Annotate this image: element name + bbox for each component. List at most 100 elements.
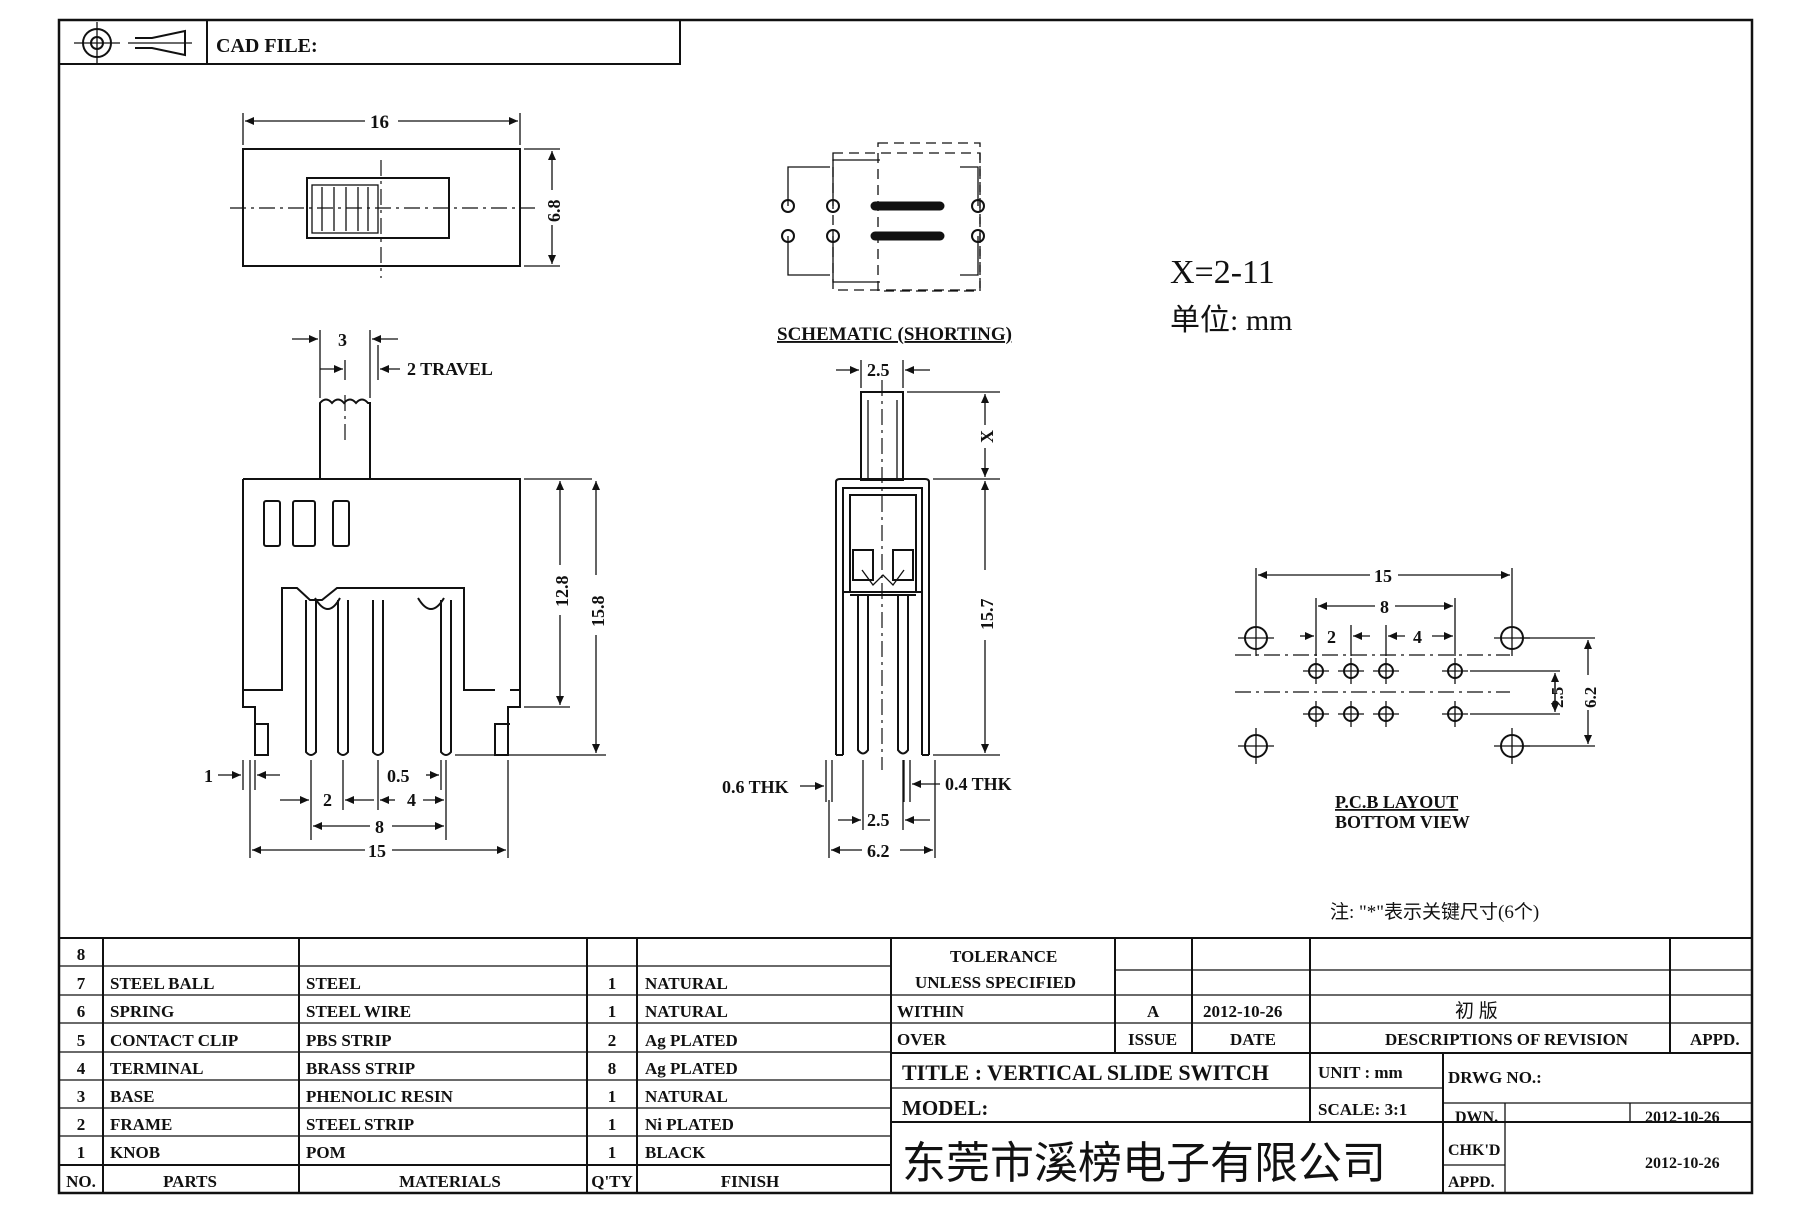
drawn-date: 2012-10-26 (1645, 1109, 1720, 1126)
bom-part: STEEL BALL (110, 974, 214, 993)
bom-no: 4 (77, 1059, 86, 1078)
bom-material: POM (306, 1143, 346, 1162)
bom-qty: 1 (608, 974, 617, 993)
projection-symbol-icon (74, 22, 192, 64)
bom-material: PHENOLIC RESIN (306, 1087, 454, 1106)
pcb-layout-label: P.C.B LAYOUT (1335, 792, 1458, 812)
pcb-bottom-view-label: BOTTOM VIEW (1335, 812, 1470, 832)
dim-front-pin-offset: 1 (204, 766, 213, 786)
bom-header-qty: Q'TY (591, 1172, 633, 1191)
dim-front-span-8: 8 (375, 817, 384, 837)
over-label: OVER (897, 1030, 947, 1049)
schematic-label: SCHEMATIC (SHORTING) (777, 324, 1012, 345)
bom-part: CONTACT CLIP (110, 1031, 238, 1050)
bom-part: FRAME (110, 1115, 172, 1134)
bom-finish: Ag PLATED (645, 1031, 738, 1050)
bom-no: 3 (77, 1087, 86, 1106)
bom-no: 1 (77, 1143, 86, 1162)
pcb-dim-8: 8 (1380, 597, 1389, 617)
bom-no: 7 (77, 974, 86, 993)
dim-travel: 2 TRAVEL (407, 359, 493, 379)
revision-date: 2012-10-26 (1203, 1002, 1282, 1021)
header-box: CAD FILE: (59, 20, 681, 65)
revision-issue: A (1147, 1002, 1160, 1021)
pcb-dim-2-5: 2.5 (1548, 687, 1567, 708)
scale-field: SCALE: 3:1 (1318, 1100, 1407, 1119)
tolerance-label: TOLERANCE (950, 947, 1057, 966)
side-terminals (857, 595, 909, 755)
drawing-border (57, 18, 1754, 1195)
bom-material: BRASS STRIP (306, 1059, 415, 1078)
front-terminals (305, 600, 452, 756)
unit-field: UNIT : mm (1318, 1063, 1403, 1082)
unit-note: 单位: mm (1170, 304, 1293, 337)
x-range-note: X=2-11 (1170, 254, 1275, 291)
bom-header-no: NO. (66, 1172, 96, 1191)
bom-finish: BLACK (645, 1143, 706, 1162)
revision-description: 初 版 (1455, 1000, 1498, 1022)
pcb-dim-2: 2 (1327, 627, 1336, 647)
bom-part: KNOB (110, 1143, 160, 1162)
dim-front-pitch-4: 4 (407, 790, 416, 810)
bom-finish: NATURAL (645, 1002, 728, 1021)
dim-top-height: 6.8 (544, 200, 564, 223)
pcb-dim-15: 15 (1374, 566, 1392, 586)
bom-no: 8 (77, 945, 86, 964)
dim-front-body-height: 12.8 (552, 576, 572, 608)
description-header: DESCRIPTIONS OF REVISION (1385, 1030, 1629, 1049)
model-label: MODEL: (902, 1096, 988, 1120)
bom-material: STEEL (306, 974, 361, 993)
bom-finish: NATURAL (645, 974, 728, 993)
dim-side-knob: 2.5 (867, 360, 890, 380)
bom-qty: 8 (608, 1059, 617, 1078)
within-label: WITHIN (897, 1002, 965, 1021)
bom-material: STEEL WIRE (306, 1002, 411, 1021)
drawing-number-label: DRWG NO.: (1448, 1068, 1542, 1087)
pcb-dim-6-2: 6.2 (1581, 687, 1600, 708)
knob-ridges (321, 187, 369, 231)
approved-label: APPD. (1448, 1174, 1495, 1191)
pcb-layout: 15 8 2 4 2.5 6.2 P.C.B LAYOUT BOTTOM VIE… (1235, 566, 1600, 832)
title-block: TOLERANCE UNLESS SPECIFIED WITHIN OVER A… (891, 938, 1752, 1193)
bom-material: STEEL STRIP (306, 1115, 414, 1134)
dim-side-x: X (977, 430, 997, 443)
drawing-title: TITLE : VERTICAL SLIDE SWITCH (902, 1060, 1269, 1085)
tolerance-unless: UNLESS SPECIFIED (915, 973, 1076, 992)
bom-header-finish: FINISH (721, 1172, 780, 1191)
bom-finish: Ni PLATED (645, 1115, 734, 1134)
top-view: 16 6.8 (230, 112, 564, 278)
front-view: 3 2 TRAVEL 12.8 15.8 1 0.5 2 (204, 330, 608, 861)
bom-qty: 2 (608, 1031, 617, 1050)
bom-header-parts: PARTS (163, 1172, 217, 1191)
date-header: DATE (1230, 1030, 1276, 1049)
bom-part: TERMINAL (110, 1059, 204, 1078)
bom-no: 6 (77, 1002, 86, 1021)
bom-finish: NATURAL (645, 1087, 728, 1106)
bom-finish: Ag PLATED (645, 1059, 738, 1078)
checked-date: 2012-10-26 (1645, 1155, 1720, 1172)
bom-header-materials: MATERIALS (399, 1172, 501, 1191)
dim-side-pin-spacing: 2.5 (867, 810, 890, 830)
side-view: 2.5 X 15.7 0.6 THK 0.4 THK 2.5 6.2 (722, 360, 1012, 861)
dim-side-thk-left: 0.6 THK (722, 777, 789, 797)
bom-no: 2 (77, 1115, 86, 1134)
dim-front-total-height: 15.8 (588, 596, 608, 628)
appd-header: APPD. (1690, 1030, 1740, 1049)
bom-material: PBS STRIP (306, 1031, 392, 1050)
dim-side-height: 15.7 (977, 599, 997, 631)
issue-header: ISSUE (1128, 1030, 1177, 1049)
schematic-view: SCHEMATIC (SHORTING) (777, 142, 1012, 345)
dim-side-width: 6.2 (867, 841, 890, 861)
bom-part: BASE (110, 1087, 154, 1106)
terminal-hole (1303, 658, 1468, 727)
dim-front-pitch-2: 2 (323, 790, 332, 810)
dim-front-knob: 3 (338, 330, 347, 350)
bom-qty: 1 (608, 1115, 617, 1134)
dim-front-pin-width: 0.5 (387, 766, 410, 786)
key-dimension-note: 注: "*"表示关键尺寸(6个) (1330, 901, 1539, 923)
checked-label: CHK'D (1448, 1142, 1500, 1159)
dim-top-width: 16 (370, 112, 389, 133)
bom-no: 5 (77, 1031, 86, 1050)
dim-side-thk-right: 0.4 THK (945, 774, 1012, 794)
